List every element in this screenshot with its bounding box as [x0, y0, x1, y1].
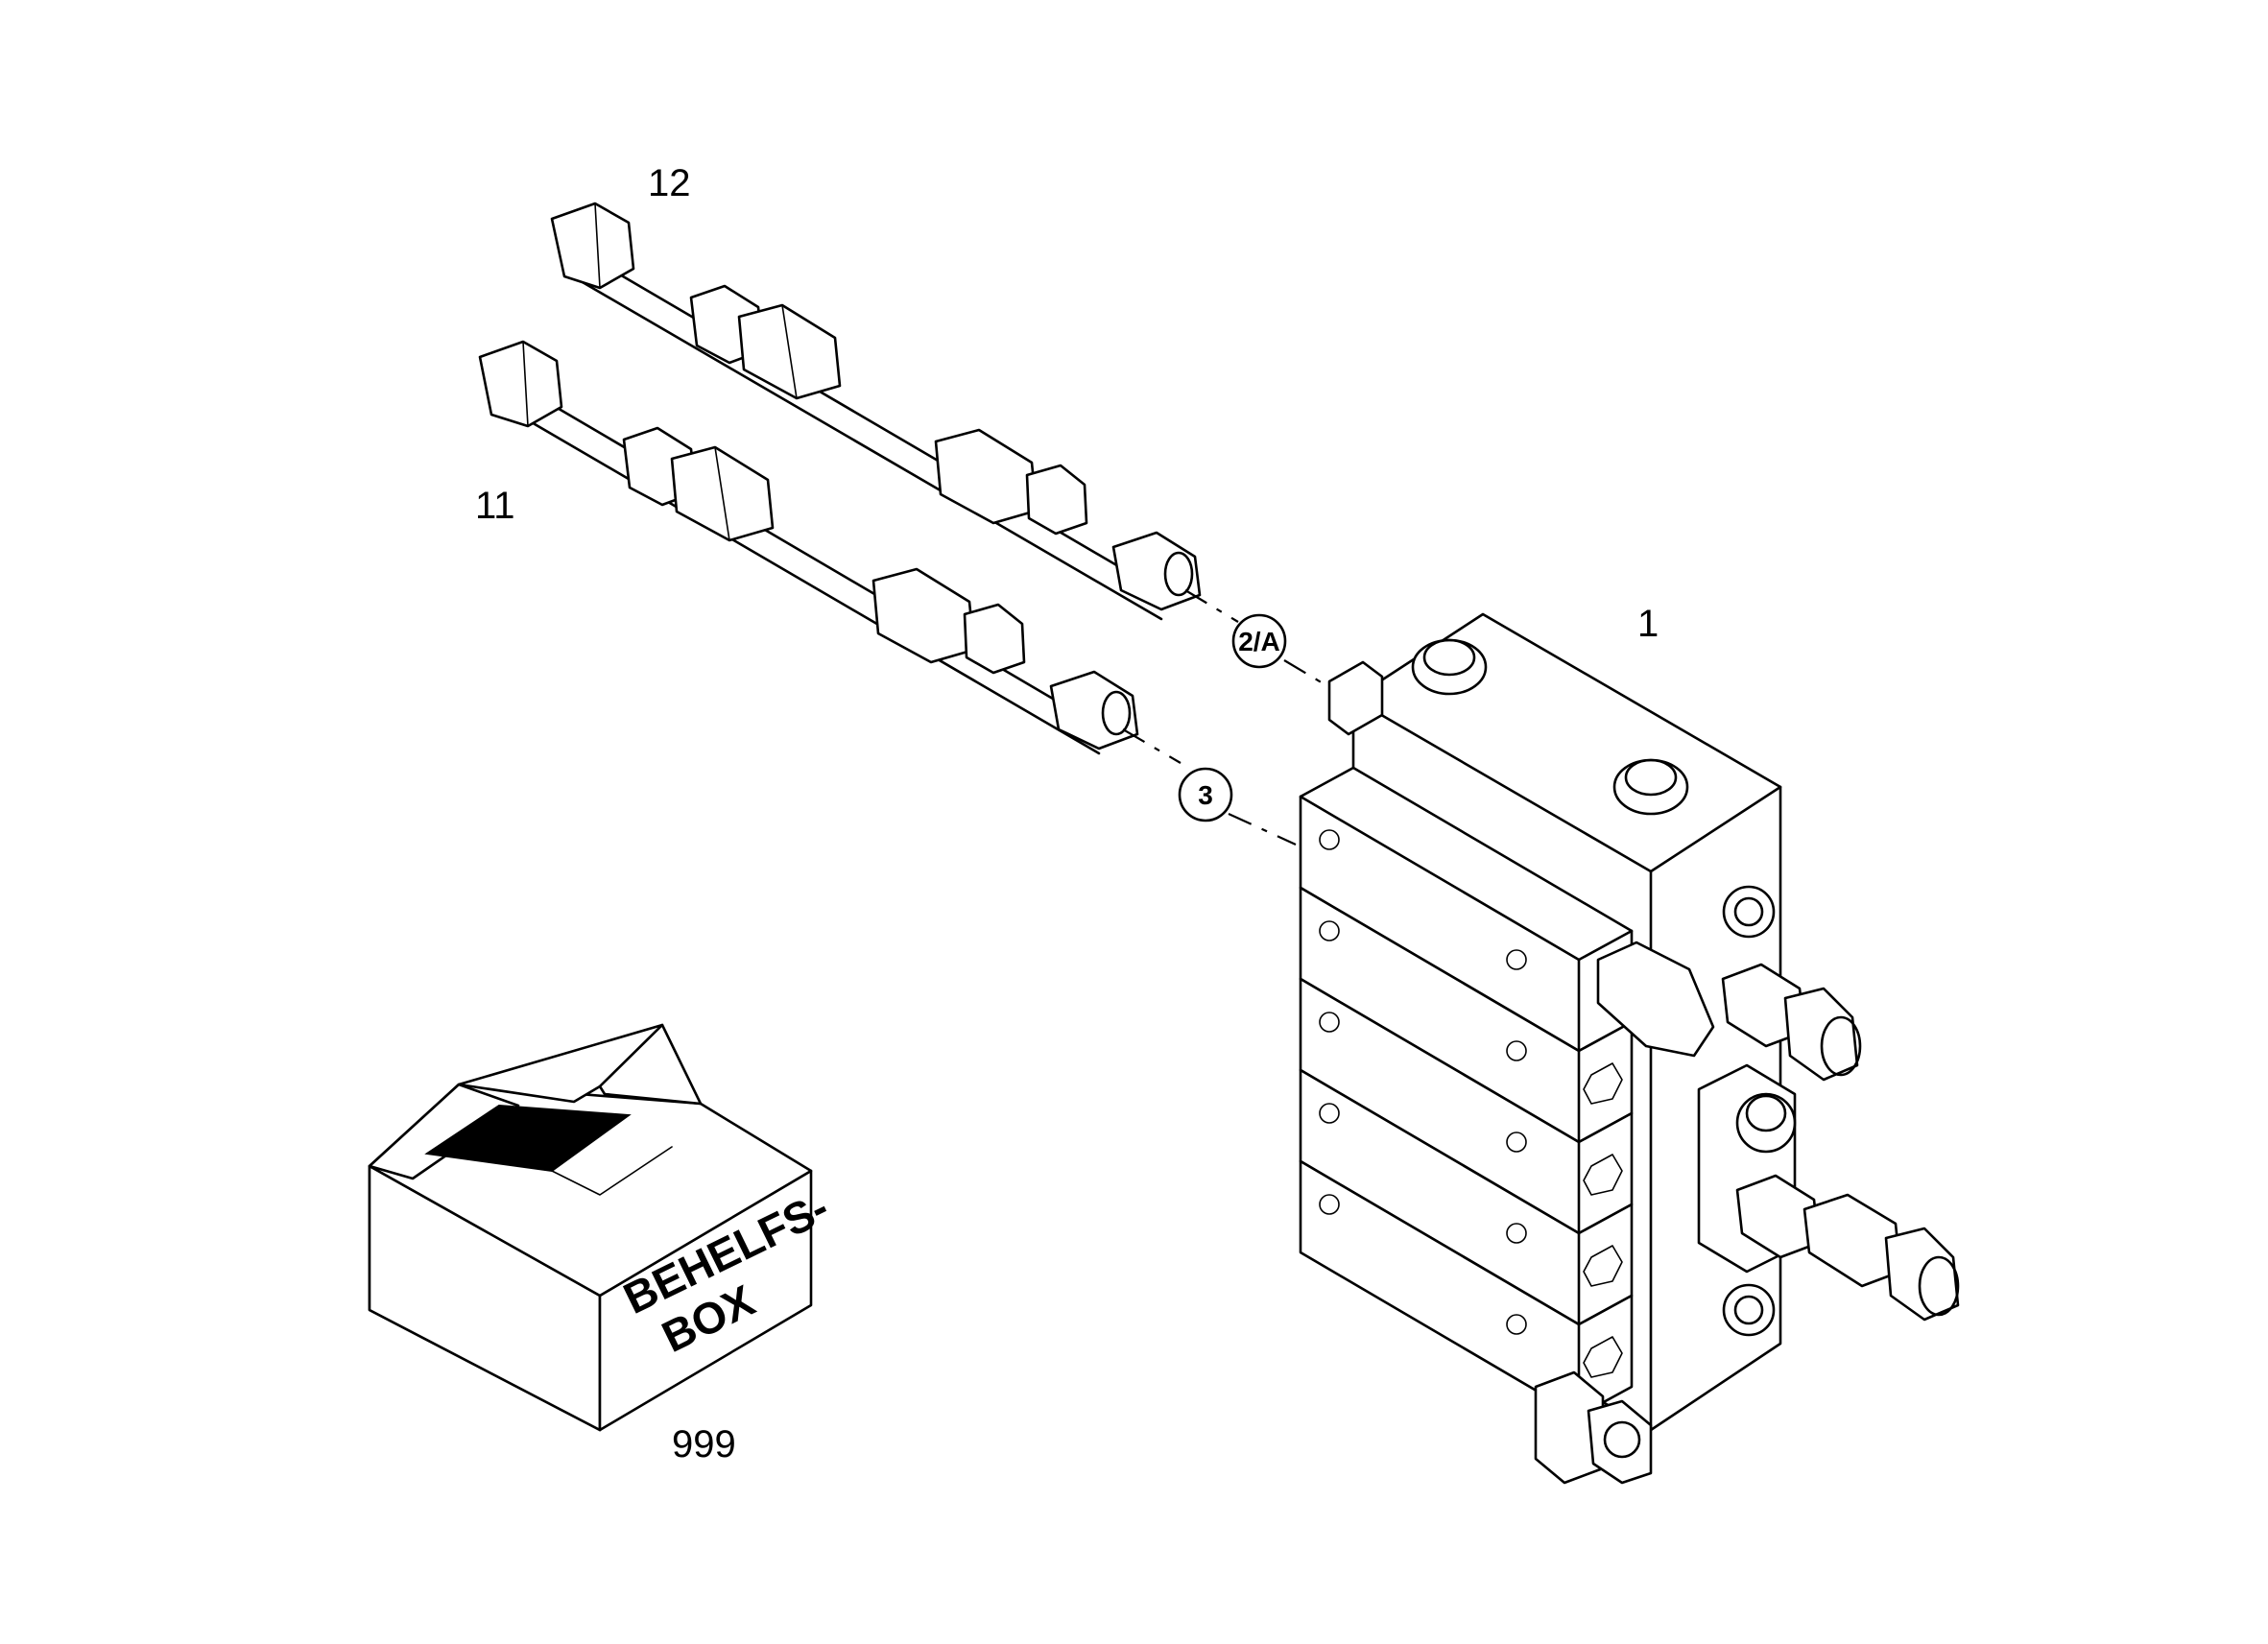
parts-box-999: BEHELFS- BOX	[368, 1023, 836, 1432]
pipe-assembly-12	[550, 202, 1202, 621]
distributor-block-1	[1299, 612, 1960, 1485]
reference-2a: 2/A	[1231, 613, 1287, 669]
pipe-assembly-11	[478, 340, 1139, 755]
callout-1: 1	[1637, 603, 1659, 645]
callout-11: 11	[475, 485, 515, 527]
reference-3-label: 3	[1198, 780, 1213, 810]
reference-3: 3	[1178, 767, 1233, 822]
callout-12: 12	[648, 162, 691, 204]
reference-2a-label: 2/A	[1238, 627, 1280, 656]
leader-line-2a	[1184, 589, 1340, 694]
leader-line-3	[1122, 728, 1297, 846]
callout-999: 999	[672, 1423, 736, 1465]
